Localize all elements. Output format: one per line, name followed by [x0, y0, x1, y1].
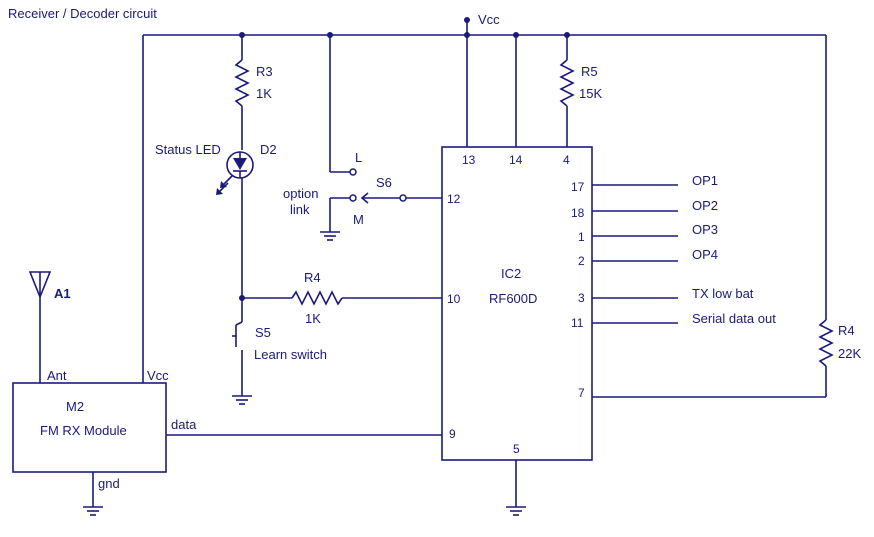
- m2-label: FM RX Module: [40, 423, 127, 438]
- s6-pos-m: M: [353, 212, 364, 227]
- r3-name: R3: [256, 64, 273, 79]
- resistor-r3: [234, 35, 250, 150]
- r5-value: 15K: [579, 86, 602, 101]
- d2-label: Status LED: [155, 142, 221, 157]
- a1-name: A1: [54, 286, 71, 301]
- s5-name: S5: [255, 325, 271, 340]
- r4-mid-name: R4: [304, 270, 321, 285]
- led-d2: [216, 151, 254, 298]
- m2-pin-data: data: [171, 417, 197, 432]
- pin-1: 1: [578, 230, 585, 244]
- m2-name: M2: [66, 399, 84, 414]
- r4-right-name: R4: [838, 323, 855, 338]
- pin-13: 13: [462, 153, 476, 167]
- pin-2: 2: [578, 254, 585, 268]
- s6-pos-l: L: [355, 150, 362, 165]
- s5-label: Learn switch: [254, 347, 327, 362]
- r5-name: R5: [581, 64, 598, 79]
- pin-18: 18: [571, 206, 585, 220]
- output-lines: [592, 184, 678, 324]
- output-serial-data-out: Serial data out: [692, 311, 776, 326]
- pin-7: 7: [578, 386, 585, 400]
- m2-pin-vcc: Vcc: [147, 368, 169, 383]
- pin-17: 17: [571, 180, 585, 194]
- pin-4: 4: [563, 153, 570, 167]
- ic2-name: IC2: [501, 266, 521, 281]
- pin-14: 14: [509, 153, 523, 167]
- output-op3: OP3: [692, 222, 718, 237]
- switch-s6: [320, 35, 442, 241]
- resistor-r4-1k: [239, 290, 442, 306]
- pin-9: 9: [449, 427, 456, 441]
- r3-value: 1K: [256, 86, 272, 101]
- resistor-r4-22k: [592, 35, 834, 398]
- s6-label-line1: option: [283, 186, 318, 201]
- circuit-title: Receiver / Decoder circuit: [8, 6, 157, 21]
- pin-11: 11: [571, 316, 584, 330]
- antenna-a1: [28, 271, 52, 383]
- r4-right-value: 22K: [838, 346, 861, 361]
- output-op1: OP1: [692, 173, 718, 188]
- resistor-r5: [559, 35, 575, 147]
- output-op4: OP4: [692, 247, 718, 262]
- fm-rx-module-m2: [12, 382, 442, 516]
- switch-s5: [232, 298, 252, 405]
- ic2-part: RF600D: [489, 291, 537, 306]
- output-op2: OP2: [692, 198, 718, 213]
- r4-mid-value: 1K: [305, 311, 321, 326]
- output-tx-low-bat: TX low bat: [692, 286, 754, 301]
- pin-5: 5: [513, 442, 520, 456]
- pin-10: 10: [447, 292, 461, 306]
- s6-name: S6: [376, 175, 392, 190]
- pin-3: 3: [578, 291, 585, 305]
- pin-12: 12: [447, 192, 461, 206]
- m2-pin-gnd: gnd: [98, 476, 120, 491]
- vcc-label: Vcc: [478, 12, 500, 27]
- m2-pin-ant: Ant: [47, 368, 67, 383]
- d2-name: D2: [260, 142, 277, 157]
- s6-label-line2: link: [290, 202, 310, 217]
- ic2-rf600d: [441, 35, 593, 516]
